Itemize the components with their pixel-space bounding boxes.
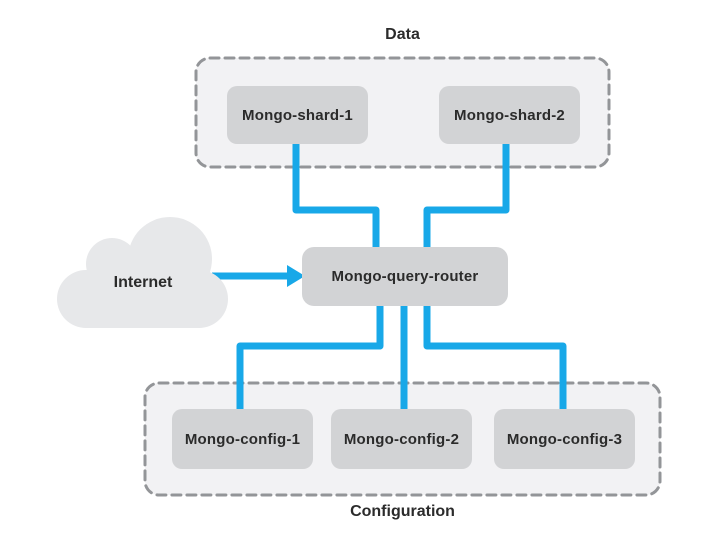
edge-router-config1 <box>236 305 384 410</box>
configuration-group-label: Configuration <box>350 503 455 520</box>
node-mongo-config-1-label: Mongo-config-1 <box>184 430 301 448</box>
node-mongo-config-2-label: Mongo-config-2 <box>343 430 460 448</box>
internet-label: Internet <box>113 274 173 291</box>
edge-shard1-router <box>292 144 380 248</box>
arrow-right-icon <box>287 265 305 287</box>
node-mongo-shard-2-label: Mongo-shard-2 <box>454 106 565 124</box>
node-mongo-shard-1-label: Mongo-shard-1 <box>242 106 353 124</box>
node-mongo-config-3-label: Mongo-config-3 <box>506 430 623 448</box>
node-mongo-query-router-label: Mongo-query-router <box>331 268 479 285</box>
cloud-icon <box>57 217 228 328</box>
node-mongo-config-1: Mongo-config-1 <box>172 409 313 469</box>
node-mongo-config-3: Mongo-config-3 <box>494 409 635 469</box>
node-mongo-shard-2: Mongo-shard-2 <box>439 86 580 144</box>
edge-router-config3 <box>423 305 567 410</box>
data-group-label: Data <box>385 26 420 43</box>
node-mongo-shard-1: Mongo-shard-1 <box>227 86 368 144</box>
node-mongo-query-router: Mongo-query-router <box>302 247 508 306</box>
node-mongo-config-2: Mongo-config-2 <box>331 409 472 469</box>
edge-shard2-router <box>423 144 510 248</box>
